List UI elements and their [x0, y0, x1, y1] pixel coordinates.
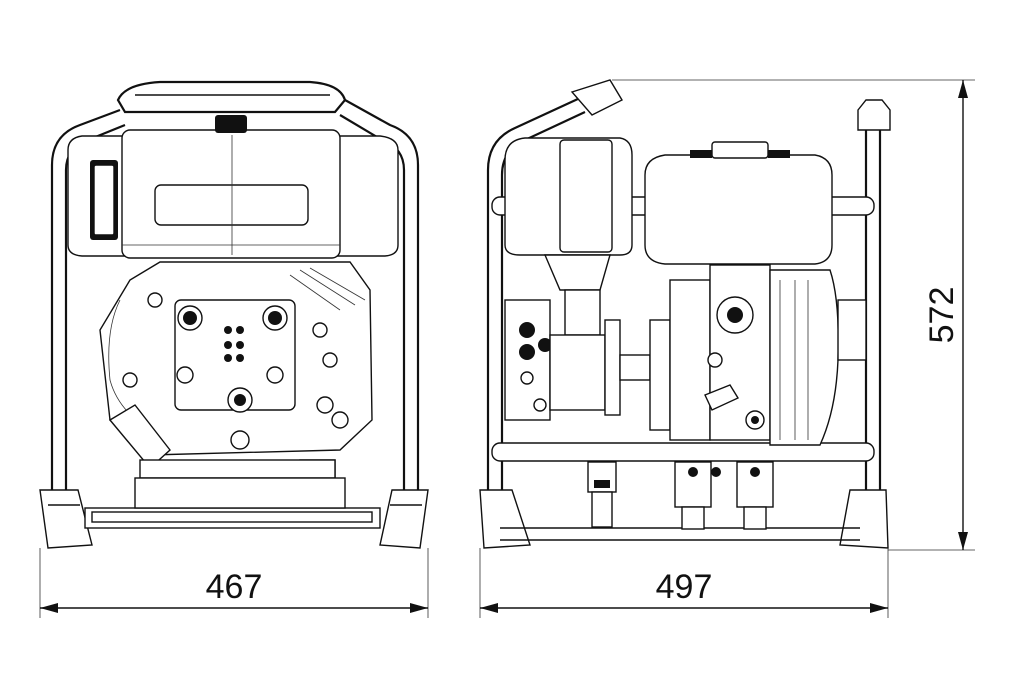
- side-depth-label: 497: [656, 568, 713, 606]
- front-view: [39, 80, 429, 549]
- height-label: 572: [923, 287, 961, 344]
- front-frame: [39, 80, 429, 549]
- side-fuel-tank: [504, 137, 633, 336]
- dimension-front-width: 467: [39, 548, 429, 618]
- dimension-height: 572: [612, 79, 975, 551]
- front-engine: [99, 261, 373, 509]
- dimension-side-depth: 497: [479, 548, 889, 618]
- front-fuel-tank: [67, 115, 399, 259]
- front-width-label: 467: [206, 568, 263, 606]
- side-view: [479, 79, 891, 549]
- side-engine-tank: [644, 141, 833, 265]
- side-pump: [504, 264, 867, 530]
